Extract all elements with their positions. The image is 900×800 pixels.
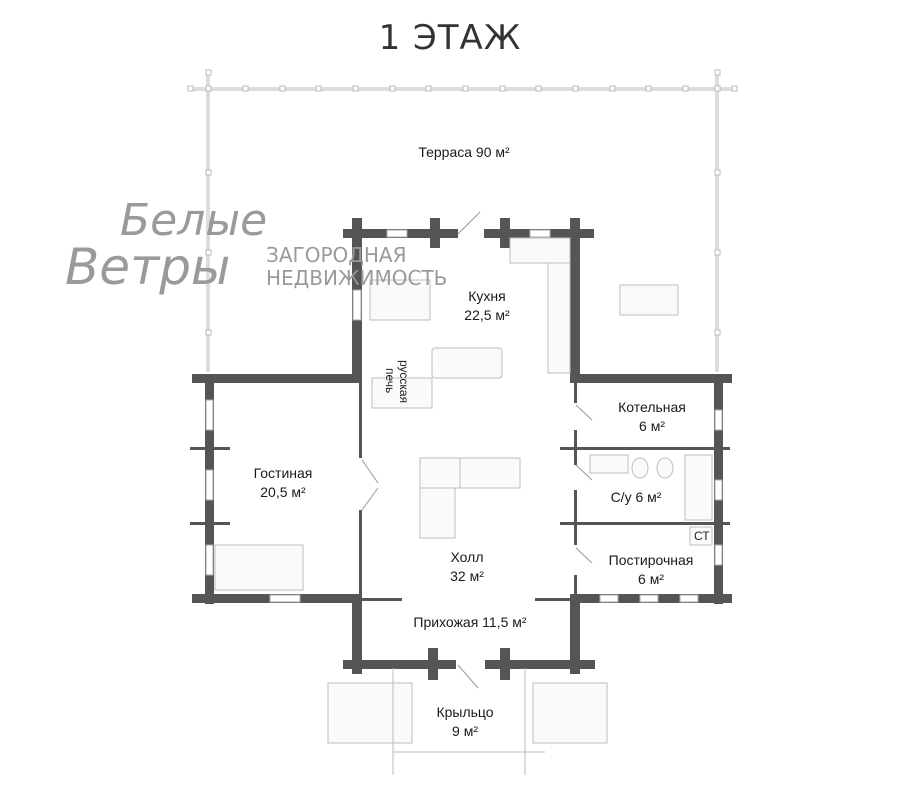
floor-title: 1 ЭТАЖ xyxy=(378,18,522,58)
room-area-hall: 32 м² xyxy=(450,568,484,584)
room-area-kitchen: 22,5 м² xyxy=(464,307,510,323)
railing-posts xyxy=(187,69,738,336)
room-label-laundry: Постирочная 6 м² xyxy=(609,551,694,589)
room-area-porch: 9 м² xyxy=(452,723,478,739)
room-label-hall: Холл 32 м² xyxy=(450,548,484,586)
room-name-hall: Холл xyxy=(450,549,484,565)
windows xyxy=(205,229,723,603)
room-label-bathroom: С/у 6 м² xyxy=(610,489,662,505)
doors xyxy=(361,211,593,689)
room-name-porch: Крыльцо xyxy=(436,704,494,720)
room-label-terrace: Терраса 90 м² xyxy=(418,144,510,160)
porch-railing xyxy=(392,668,545,775)
room-area-living: 20,5 м² xyxy=(260,484,306,500)
room-name-laundry: Постирочная xyxy=(608,552,694,568)
room-label-kitchen: Кухня 22,5 м² xyxy=(464,287,509,325)
watermark-brand-line1: Белые xyxy=(120,195,268,246)
watermark-tagline-line1: ЗАГОРОДНАЯ xyxy=(266,243,407,267)
stove-label-line1: русская xyxy=(397,360,411,404)
room-name-living: Гостиная xyxy=(253,465,313,481)
stove-label-line2: печь xyxy=(383,368,397,394)
room-label-porch: Крыльцо 9 м² xyxy=(436,703,493,741)
terrace-railing xyxy=(190,72,735,372)
room-label-living: Гостиная 20,5 м² xyxy=(254,464,313,502)
room-name-boiler: Котельная xyxy=(618,399,686,415)
watermark-tagline-line2: НЕДВИЖИМОСТЬ xyxy=(266,266,448,290)
boiler-fixture-label: СТ xyxy=(694,529,710,543)
room-area-laundry: 6 м² xyxy=(638,571,664,587)
room-label-boiler: Котельная 6 м² xyxy=(618,398,686,436)
furniture xyxy=(214,237,713,744)
watermark-brand-line2: Ветры xyxy=(65,238,231,296)
room-area-boiler: 6 м² xyxy=(639,418,665,434)
room-name-kitchen: Кухня xyxy=(468,288,506,304)
room-label-entrance: Прихожая 11,5 м² xyxy=(413,614,527,630)
